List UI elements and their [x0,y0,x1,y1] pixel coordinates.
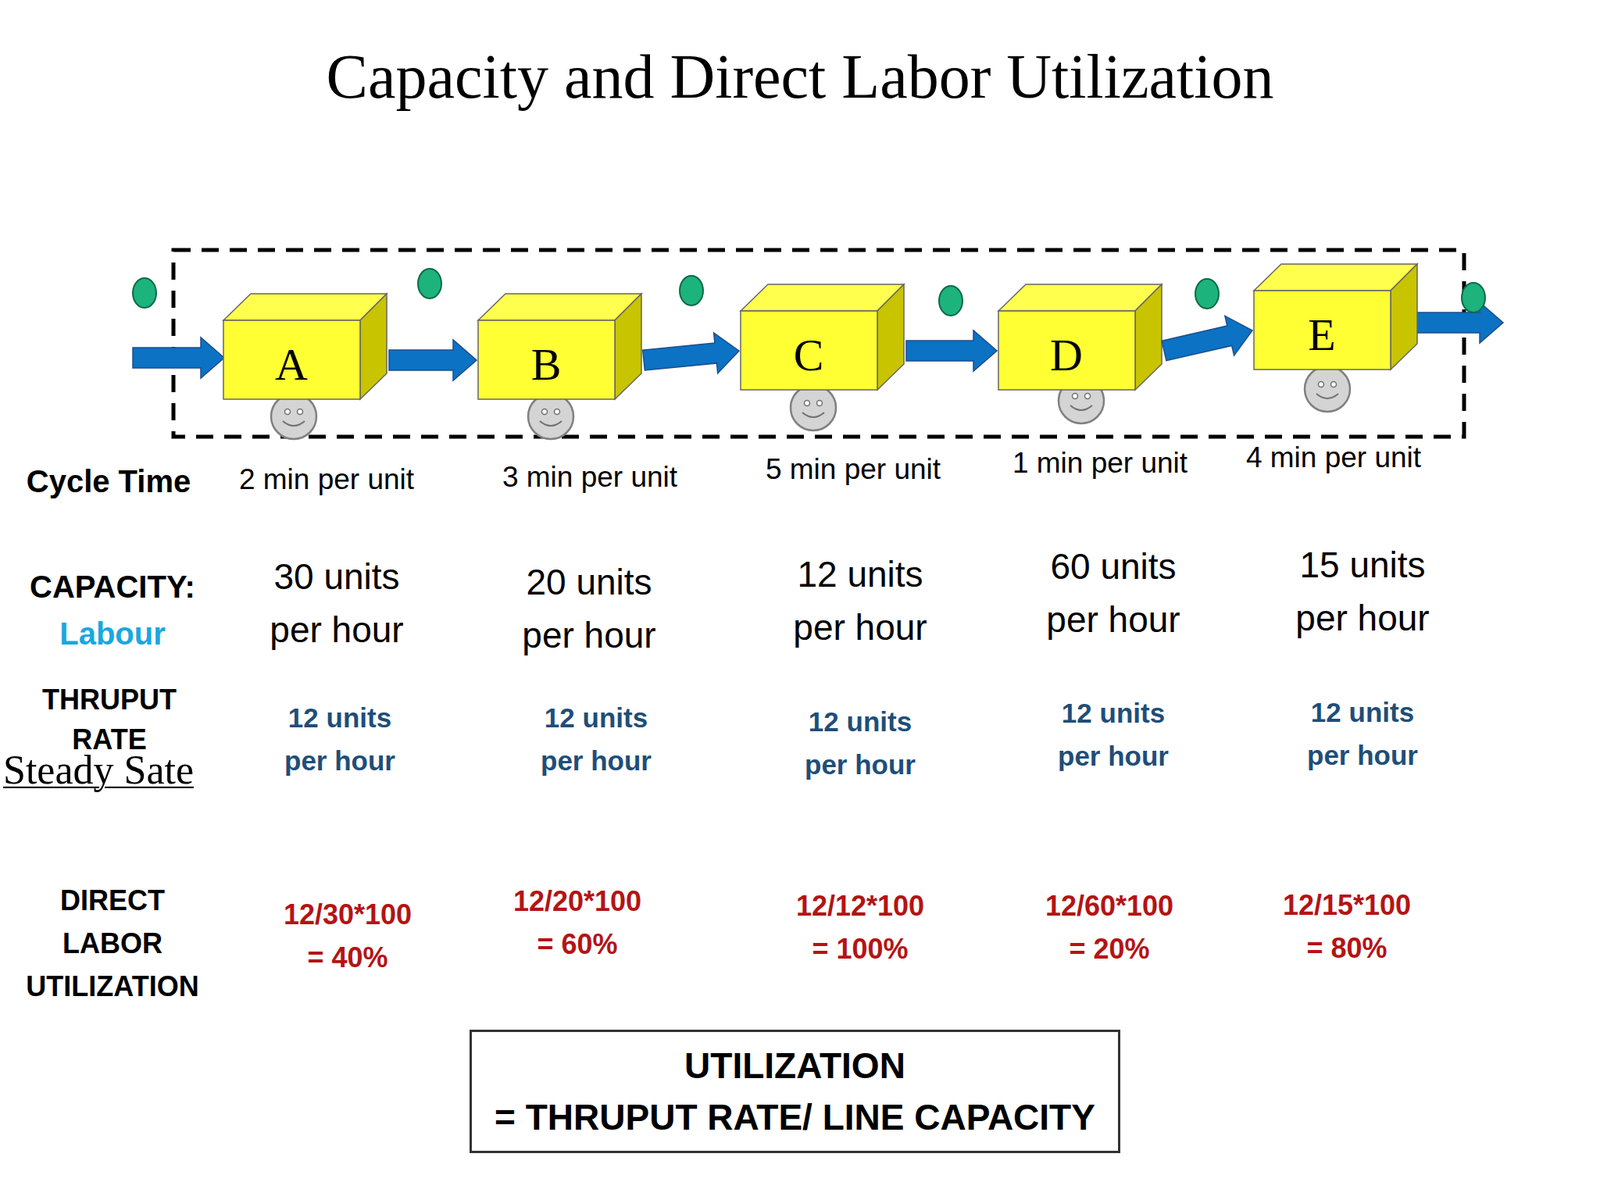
face [790,385,836,431]
cube-side [1135,284,1162,390]
capacity-value: 60 units per hour [1035,539,1192,647]
flow-arrow [1161,315,1253,361]
cube-front [1253,290,1391,370]
cube-face: C [739,310,878,391]
thruput-value: 12 units per hour [1046,691,1180,778]
cube-front [478,320,615,400]
formula-text-block: UTILIZATION = THRUPUT RATE/ LINE CAPACIT… [471,1039,1118,1143]
cube-front [740,310,878,390]
thruput-value: 12 units per hour [529,696,663,783]
cube-front [223,320,361,400]
cube-face: B [477,320,615,400]
flow-arrow [906,330,997,372]
flow-arrow [642,332,740,374]
face [1304,366,1350,412]
eye [1318,382,1325,388]
process-cube: D [997,283,1163,391]
station-letter: B [531,330,562,390]
utilization-value: 12/60*100 = 20% [1039,884,1180,971]
cube-front [998,310,1136,390]
wip-marker [1195,278,1219,309]
row-heading: CAPACITY: [29,567,196,606]
row-heading: THRUPUT RATE [31,679,188,760]
cube-side [360,293,387,400]
row-note: Steady Sate [3,746,194,795]
eye [554,409,561,415]
eye [285,409,291,415]
face [271,393,317,440]
cube-face: E [1253,290,1391,371]
row-subheading: Labour [59,614,166,653]
utilization-value: 12/30*100 = 40% [277,892,418,979]
station-letter: C [793,321,825,381]
wrap-spacer [914,1039,1119,1087]
worker-face [528,393,574,440]
wip-marker [132,278,157,308]
eye [804,400,811,407]
smile [1070,405,1093,411]
output-arrow [1410,302,1504,343]
worker-face [271,393,317,440]
capacity-value: 20 units per hour [510,555,668,662]
worker-face [790,385,836,431]
utilization-value: 12/12*100 = 100% [789,884,931,971]
cube-top [223,293,387,321]
cube-side [1390,264,1418,370]
utilization-value: 12/20*100 = 60% [507,879,648,966]
wip-marker [1461,282,1486,313]
face [528,393,574,440]
wip-marker [679,275,704,306]
formula-box: UTILIZATION = THRUPUT RATE/ LINE CAPACIT… [469,1029,1121,1154]
cycle-time: 4 min per unit [1246,440,1422,475]
process-cube: E [1253,263,1418,371]
station-letter: A [275,330,308,390]
smile [282,421,305,426]
worker-face [1304,366,1350,412]
process-cube: B [477,292,643,400]
capacity-value: 15 units per hour [1284,538,1441,645]
process-cube: C [739,283,905,391]
wip-marker [939,285,963,316]
eye [297,409,304,415]
cube-top [478,293,642,321]
smile [802,412,825,418]
flow-arrow [389,339,477,381]
formula-text: UTILIZATION = THRUPUT RATE/ LINE CAPACIT… [494,1045,1096,1138]
thruput-value: 12 units per hour [273,696,407,783]
thruput-value: 12 units per hour [1296,690,1429,777]
station-letter: D [1050,321,1083,381]
cube-top [740,284,904,311]
wip-marker [417,268,442,299]
cycle-time: 1 min per unit [1012,446,1188,481]
smile [539,421,562,426]
station-letter: E [1307,300,1336,361]
thruput-value: 12 units per hour [793,700,927,786]
capacity-value: 12 units per hour [782,547,939,654]
eye [1331,382,1337,388]
title: Capacity and Direct Labor Utilization [0,42,1600,111]
cube-top [998,284,1162,311]
utilization-value: 12/15*100 = 80% [1276,883,1418,970]
process-cube: A [222,292,388,400]
cube-face: A [222,320,361,400]
eye [817,400,823,407]
cube-side [614,293,642,400]
input-arrow [132,337,225,379]
cycle-time: 2 min per unit [239,462,415,497]
wrap-spacer [471,1039,677,1087]
cube-top [1253,264,1418,291]
row-heading: Cycle Time [26,462,192,500]
row-heading: DIRECT LABOR UTILIZATION [18,878,207,1008]
eye [1072,393,1079,400]
smile [1316,393,1339,399]
eye [1085,393,1091,400]
system-boundary [173,250,1465,437]
capacity-value: 30 units per hour [258,550,415,657]
cycle-time: 3 min per unit [502,460,678,495]
cube-side [877,284,904,390]
cube-face: D [997,310,1136,391]
eye [542,409,548,415]
cycle-time: 5 min per unit [765,452,941,487]
